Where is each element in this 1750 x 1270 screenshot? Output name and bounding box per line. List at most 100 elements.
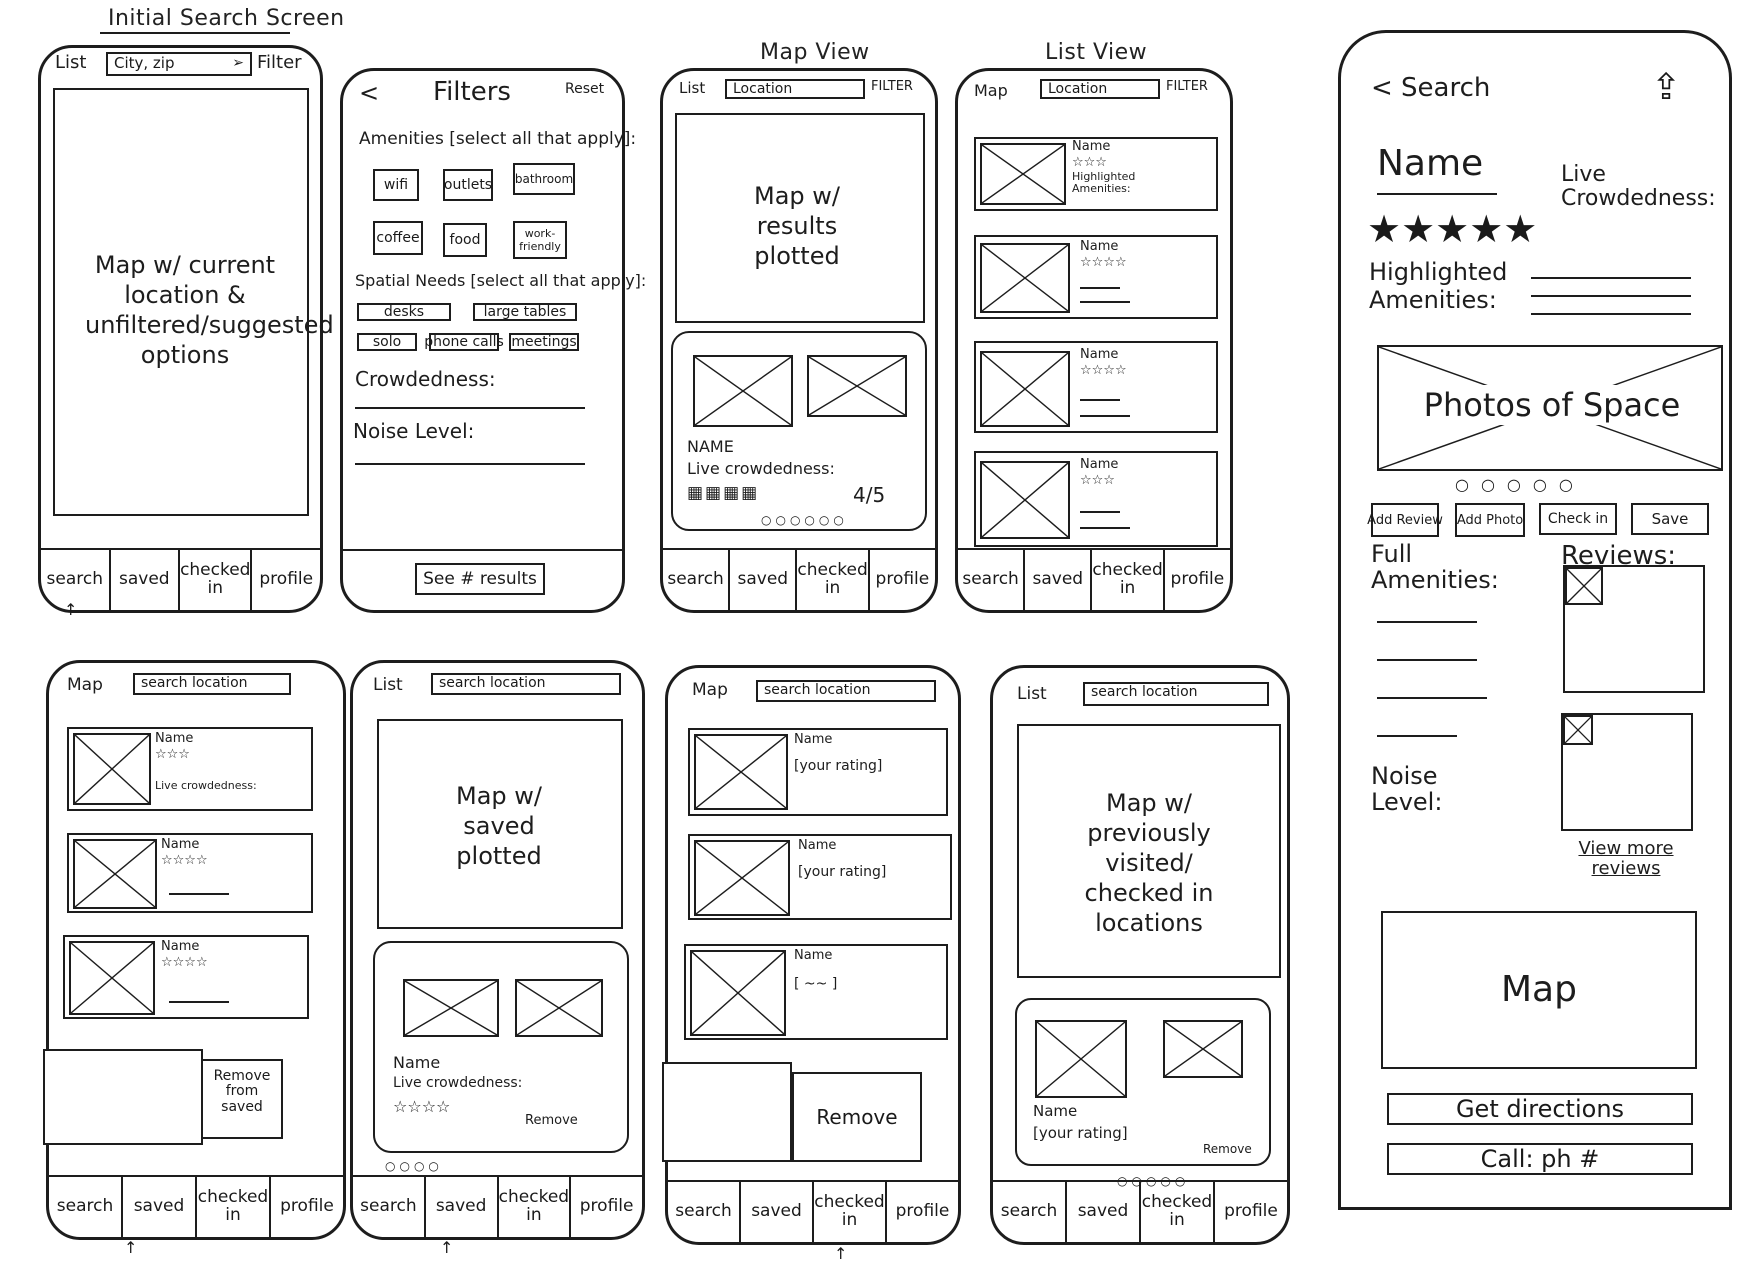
review-card[interactable] [1563,565,1705,693]
add-review-button[interactable]: Add Review [1367,503,1443,537]
list-item[interactable]: Name ☆☆☆ Highlighted Amenities: [974,137,1218,211]
remove-button[interactable]: Remove [1203,1142,1252,1156]
list-item[interactable]: Name ☆☆☆☆ [63,935,309,1019]
tab-checked-in[interactable]: checked in [499,1177,572,1237]
map-area[interactable]: Map w/ results plotted [675,113,925,323]
check-in-button[interactable]: Check in [1539,503,1617,535]
map-toggle[interactable]: Map [67,675,103,695]
map-area[interactable]: Map w/ previously visited/ checked in lo… [1017,724,1281,978]
tab-checked-in[interactable]: checked in [797,550,870,610]
swiped-item[interactable] [662,1062,792,1162]
see-results-button[interactable]: See # results [415,563,545,595]
carousel-dots[interactable]: ○○○○○○ [761,513,848,527]
reset-button[interactable]: Reset [565,81,605,97]
filter-button[interactable]: Filter [257,52,302,73]
list-item[interactable]: Name [your rating] [688,728,948,816]
amenity-outlets[interactable]: outlets [443,169,493,201]
filter-button[interactable]: FILTER [1166,79,1208,94]
share-icon[interactable]: ⇪ [1651,67,1682,108]
list-item[interactable]: Name [ ~~ ] [684,944,948,1040]
tab-saved[interactable]: saved [730,550,798,610]
carousel-dots[interactable]: ○○○○○ [1455,475,1585,494]
result-card[interactable]: Name [your rating] Remove [1015,998,1271,1166]
filter-button[interactable]: FILTER [871,79,913,94]
tab-saved[interactable]: saved [1067,1182,1141,1242]
map-toggle[interactable]: Map [974,81,1008,100]
tab-checked-in[interactable]: checked in [814,1182,887,1242]
tab-checked-in[interactable]: checked in [197,1177,271,1237]
tab-search[interactable]: search [353,1177,426,1237]
tab-search[interactable]: search [41,550,111,610]
list-item[interactable]: Name ☆☆☆ [974,451,1218,547]
amenity-wifi[interactable]: wifi [373,169,419,201]
amenity-bathroom[interactable]: bathroom [513,163,575,195]
call-button[interactable]: Call: ph # [1387,1143,1693,1175]
list-item[interactable]: Name ☆☆☆ Live crowdedness: [67,727,313,811]
tab-profile[interactable]: profile [259,569,314,590]
tab-profile[interactable]: profile [1224,1201,1278,1222]
get-directions-button[interactable]: Get directions [1387,1093,1693,1125]
tab-profile[interactable]: profile [280,1196,334,1217]
result-card[interactable]: NAME Live crowdedness: ▦▦▦▦ 4/5 ○○○○○○ [671,331,927,531]
spatial-large-tables[interactable]: large tables [473,303,577,321]
list-toggle[interactable]: List [679,79,706,97]
tab-search[interactable]: search [668,1182,741,1242]
remove-from-saved-button[interactable]: Remove from saved [201,1059,283,1139]
swiped-item[interactable] [43,1049,203,1145]
tab-profile[interactable]: profile [895,1201,950,1222]
map-area[interactable]: Map [1381,911,1697,1069]
tab-saved[interactable]: saved [741,1182,814,1242]
tab-checked-in[interactable]: checked in [1141,1182,1215,1242]
tab-profile[interactable]: profile [1170,569,1225,590]
search-input[interactable]: City, zip ➢ [106,52,252,76]
amenity-work-friendly[interactable]: work-friendly [513,221,567,259]
list-toggle[interactable]: List [55,52,87,73]
remove-button[interactable]: Remove [525,1113,578,1128]
back-to-search-button[interactable]: < Search [1371,73,1491,103]
carousel-dots[interactable]: ○○○○ [385,1159,443,1173]
tab-saved[interactable]: saved [111,550,181,610]
list-toggle[interactable]: List [1017,684,1047,704]
back-button[interactable]: < [359,79,380,107]
tab-saved[interactable]: saved [123,1177,197,1237]
spatial-meetings[interactable]: meetings [509,333,579,351]
view-more-reviews-link[interactable]: View more reviews [1578,838,1674,879]
tab-saved[interactable]: saved [426,1177,499,1237]
list-item[interactable]: Name ☆☆☆☆ [974,341,1218,433]
crowdedness-slider[interactable] [355,407,585,409]
map-area[interactable]: Map w/ current location & unfiltered/sug… [53,88,334,516]
tab-saved[interactable]: saved [1025,550,1093,610]
map-area[interactable]: Map w/ saved plotted [377,719,623,929]
spatial-phone-calls[interactable]: phone calls [424,333,504,351]
search-location-input[interactable]: search location [756,680,936,702]
tab-checked-in[interactable]: checked in [1092,550,1165,610]
list-item[interactable]: Name ☆☆☆☆ [974,235,1218,319]
search-location-input[interactable]: search location [133,673,291,695]
photos-of-space[interactable]: Photos of Space [1377,345,1723,471]
amenity-coffee[interactable]: coffee [373,221,423,255]
list-item[interactable]: Name ☆☆☆☆ [67,833,313,913]
spatial-desks[interactable]: desks [357,303,451,321]
add-photo-button[interactable]: Add Photo [1455,503,1525,537]
tab-checked-in[interactable]: checked in [180,550,253,610]
tab-search[interactable]: search [958,550,1026,610]
list-toggle[interactable]: List [373,675,403,695]
save-button[interactable]: Save [1631,503,1709,535]
location-input[interactable]: Location [1040,79,1160,99]
result-card[interactable]: Name Live crowdedness: ☆☆☆☆ Remove [373,941,629,1153]
tab-profile[interactable]: profile [875,569,930,590]
list-item[interactable]: Name [your rating] [688,834,952,920]
map-toggle[interactable]: Map [692,680,728,700]
location-input[interactable]: Location [725,79,865,99]
search-location-input[interactable]: search location [1083,682,1269,706]
spatial-solo[interactable]: solo [357,333,417,351]
tab-search[interactable]: search [663,550,731,610]
noise-level-slider[interactable] [355,463,585,465]
location-arrow-icon[interactable]: ➢ [232,55,244,71]
amenity-food[interactable]: food [443,223,487,257]
remove-button[interactable]: Remove [792,1072,922,1162]
review-card[interactable] [1561,713,1693,831]
search-location-input[interactable]: search location [431,673,621,695]
tab-search[interactable]: search [993,1182,1067,1242]
tab-profile[interactable]: profile [579,1196,634,1217]
